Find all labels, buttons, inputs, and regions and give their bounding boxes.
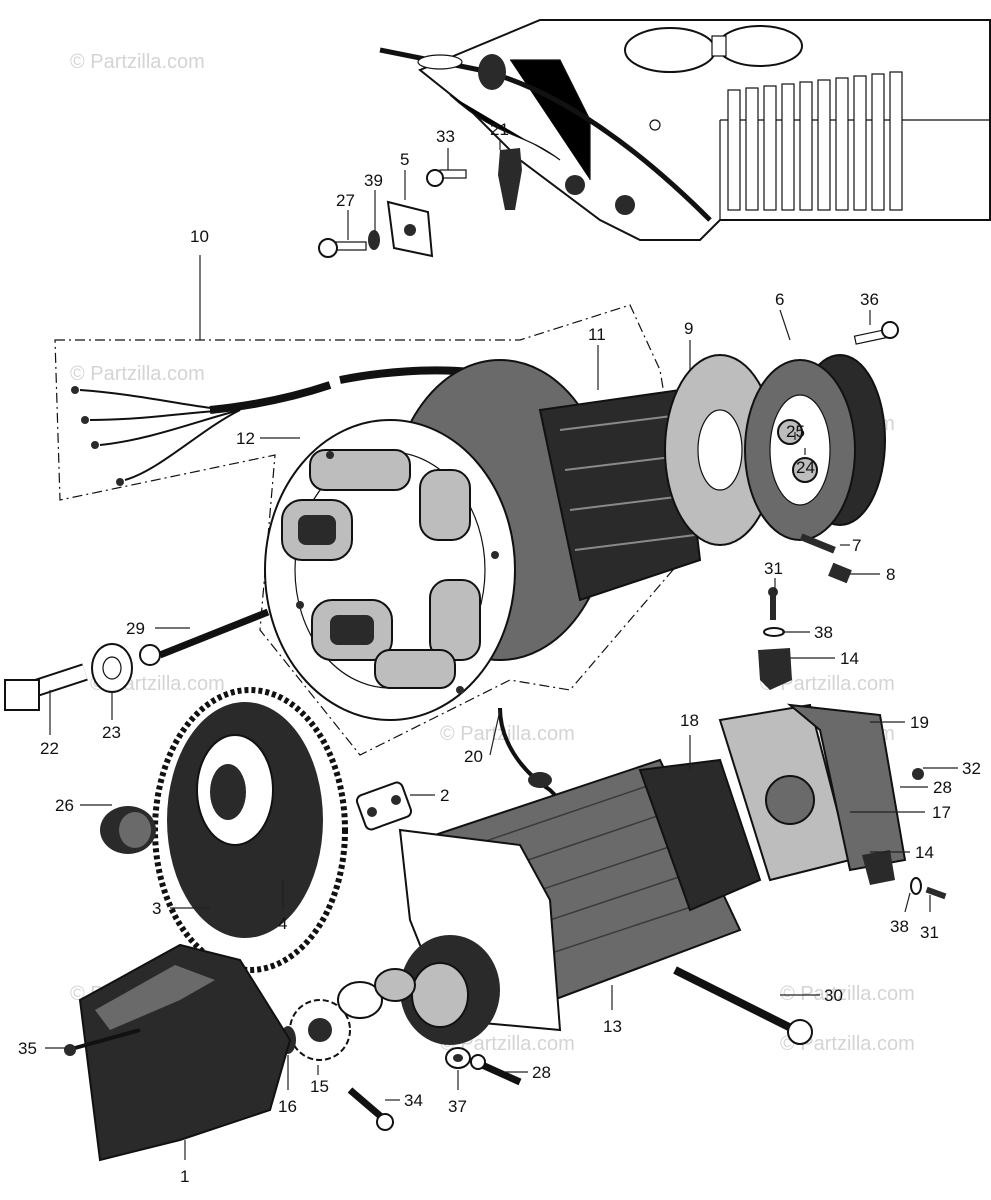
callout-9: 9 [684, 319, 693, 338]
clip-14-lower [862, 850, 895, 885]
callout-20: 20 [464, 747, 483, 766]
callout-7: 7 [852, 536, 861, 555]
gear-stack [337, 968, 416, 1019]
plate-9 [664, 354, 776, 546]
leader-lines [45, 140, 958, 1160]
watermark-7: © Partzilla.com [760, 673, 895, 695]
bolt-30 [673, 966, 813, 1045]
callout-28-upper: 28 [933, 778, 952, 797]
washer-37 [445, 1047, 471, 1069]
callout-2: 2 [440, 786, 449, 805]
crankcase-cooling-fins [727, 71, 903, 211]
washer-38-lower [910, 877, 922, 895]
callout-32: 32 [962, 759, 981, 778]
callout-33: 33 [436, 127, 455, 146]
callout-14-upper: 14 [840, 649, 859, 668]
callout-labels: 1 2 3 4 5 6 7 8 9 10 11 12 13 14 14 15 1… [18, 120, 981, 1186]
bolt-22 [4, 663, 88, 711]
callout-12: 12 [236, 429, 255, 448]
screw-35 [64, 1028, 141, 1056]
callout-18: 18 [680, 711, 699, 730]
callout-24: 24 [796, 458, 815, 477]
callout-37: 37 [448, 1097, 467, 1116]
plate-5 [386, 200, 434, 258]
callout-35: 35 [18, 1039, 37, 1058]
bolt-28-lower [470, 1054, 522, 1086]
callout-22: 22 [40, 739, 59, 758]
callout-6: 6 [775, 290, 784, 309]
callout-36: 36 [860, 290, 879, 309]
callout-11: 11 [588, 325, 606, 344]
callout-29: 29 [126, 619, 145, 638]
yoke-18 [638, 758, 762, 912]
watermark-11: © Partzilla.com [780, 983, 915, 1005]
rotor-11 [538, 388, 702, 602]
watermark-10: © Partzilla.com [440, 1033, 575, 1055]
callout-15: 15 [310, 1077, 329, 1096]
callout-30: 30 [824, 986, 843, 1005]
stator-coils [281, 449, 481, 689]
callout-19: 19 [910, 713, 929, 732]
callout-25: 25 [786, 422, 805, 441]
callout-23: 23 [102, 723, 121, 742]
bolt-33 [426, 169, 467, 187]
clip-21 [498, 148, 522, 210]
callout-28-lower: 28 [532, 1063, 551, 1082]
watermark-1: © Partzilla.com [70, 51, 205, 73]
bushing-26 [100, 806, 156, 854]
callout-13: 13 [603, 1017, 622, 1036]
callout-27: 27 [336, 191, 355, 210]
cover-1 [78, 943, 292, 1162]
callout-4: 4 [278, 914, 287, 933]
watermark-6: © Partzilla.com [440, 723, 575, 745]
callout-38-lower: 38 [890, 917, 909, 936]
starter-motor-13 [398, 758, 742, 1045]
watermark-3: © Partzilla.com [70, 363, 205, 385]
wire-harness-10 [71, 366, 471, 486]
stator-12 [264, 359, 611, 721]
callout-38-upper: 38 [814, 623, 833, 642]
callout-17: 17 [932, 803, 951, 822]
callout-31-lower: 31 [920, 923, 939, 942]
callout-14-lower: 14 [915, 843, 934, 862]
callout-3: 3 [152, 899, 161, 918]
screw-32 [912, 768, 924, 780]
screw-31-lower [925, 886, 947, 900]
callout-10: 10 [190, 227, 209, 246]
callout-34: 34 [404, 1091, 423, 1110]
bolt-29 [139, 608, 270, 666]
watermark-12: © Partzilla.com [780, 1033, 915, 1055]
callout-5: 5 [400, 150, 409, 169]
callout-39: 39 [364, 171, 383, 190]
bolt-27 [318, 238, 367, 258]
callout-1: 1 [180, 1167, 189, 1186]
pin-7 [799, 533, 836, 554]
callout-31-upper: 31 [764, 559, 783, 578]
flywheel-6 [744, 354, 886, 541]
clamp-14-upper [758, 648, 792, 690]
washer-23 [91, 643, 133, 693]
callout-26: 26 [55, 796, 74, 815]
washer-38-upper [763, 627, 785, 637]
stator-outline [54, 304, 691, 756]
wire-cable [379, 47, 712, 222]
screw-31-upper [768, 587, 778, 620]
bolt-34 [347, 1087, 394, 1131]
washer-39 [368, 230, 380, 250]
callout-21: 21 [490, 120, 509, 139]
callout-8: 8 [886, 565, 895, 584]
chain-link-2 [355, 781, 413, 831]
bolt-36 [853, 321, 899, 345]
sprocket-4 [167, 702, 323, 938]
nut-8 [828, 562, 852, 584]
callout-16: 16 [278, 1097, 297, 1116]
